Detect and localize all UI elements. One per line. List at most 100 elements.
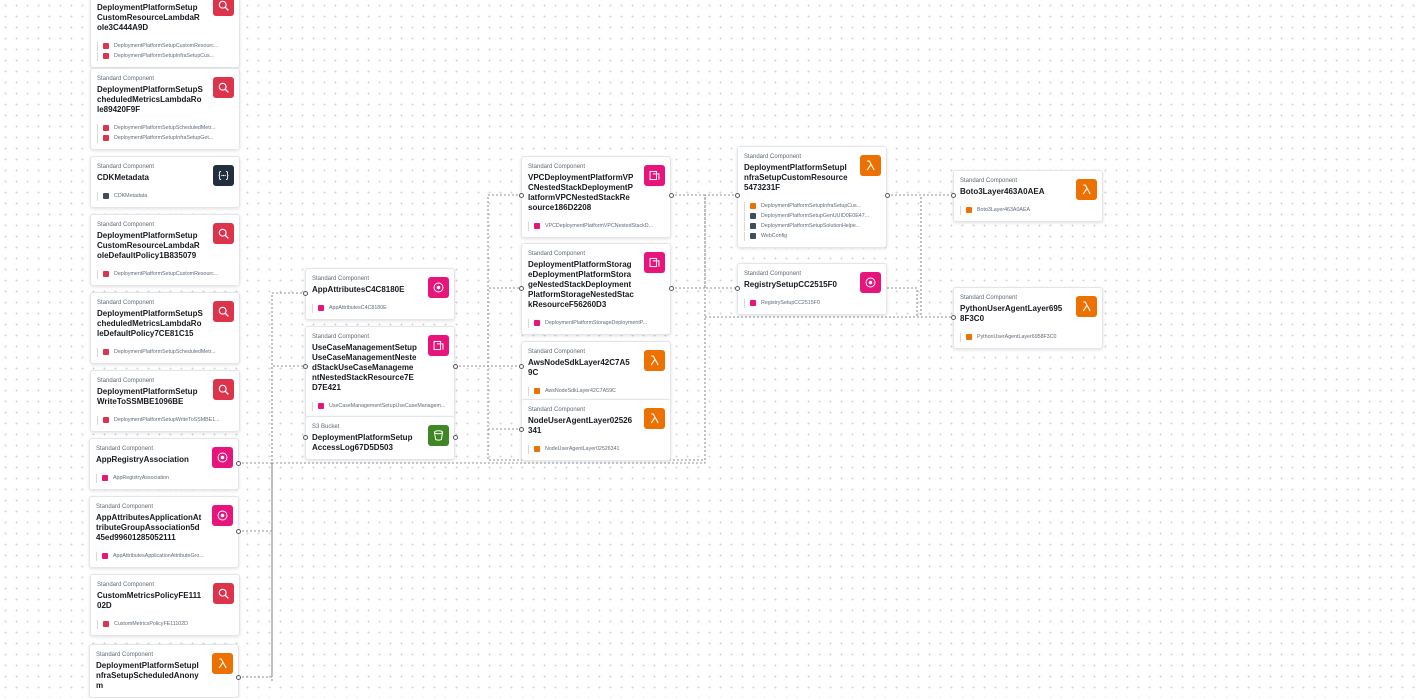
connection-port[interactable] xyxy=(518,426,524,432)
tree-line xyxy=(528,444,529,454)
resource-item[interactable]: AppAttributesC4C8180E xyxy=(312,303,448,313)
resource-item[interactable]: AwsNodeSdkLayer42C7A59C xyxy=(528,386,664,396)
resource-label: AwsNodeSdkLayer42C7A59C xyxy=(545,388,616,394)
resource-type-icon xyxy=(966,207,972,213)
connection-port[interactable] xyxy=(950,192,956,198)
resource-type-icon xyxy=(534,320,540,326)
registry-icon xyxy=(860,272,881,293)
resource-label: NodeUserAgentLayer02526341 xyxy=(545,446,620,452)
resource-item[interactable]: DeploymentPlatformSetupScheduledMetr... xyxy=(97,347,233,357)
component-title: CustomMetricsPolicyFE11102D xyxy=(97,591,202,610)
resource-item[interactable]: NodeUserAgentLayer02526341 xyxy=(528,444,664,454)
connection-port[interactable] xyxy=(302,363,308,369)
connection-port[interactable] xyxy=(734,192,740,198)
connection-port[interactable] xyxy=(518,363,524,369)
resource-item[interactable]: PythonUserAgentLayer6958F3C0 xyxy=(960,332,1096,342)
connection-port[interactable] xyxy=(734,285,740,291)
connection-port[interactable] xyxy=(668,285,674,291)
resource-label: DeploymentPlatformSetupScheduledMetr... xyxy=(114,125,216,131)
tree-line xyxy=(97,347,98,357)
resource-item[interactable]: DeploymentPlatformSetupGenUUID0E0E47... xyxy=(744,211,880,221)
resource-type-icon xyxy=(750,233,756,239)
resource-item[interactable]: AppAttributesApplicationAttributeGro... xyxy=(96,551,232,561)
resource-type-icon xyxy=(103,271,109,277)
tree-line xyxy=(960,205,961,215)
resource-list: NodeUserAgentLayer02526341 xyxy=(528,444,664,454)
resource-item[interactable]: DeploymentPlatformSetupCustomResourc... xyxy=(97,269,233,279)
component-node-n1[interactable]: Standard ComponentDeploymentPlatformSetu… xyxy=(90,0,240,68)
component-title: DeploymentPlatformSetupScheduledMetricsL… xyxy=(97,85,203,114)
tree-line xyxy=(528,221,529,231)
resource-item[interactable]: DeploymentPlatformSetupInfraSetupCus... xyxy=(97,51,233,61)
resource-item[interactable]: RegistrySetupCC2515F0 xyxy=(744,298,880,308)
connection-port[interactable] xyxy=(235,460,241,466)
connection-port[interactable] xyxy=(235,674,241,680)
connection-port[interactable] xyxy=(668,192,674,198)
connection-port[interactable] xyxy=(302,434,308,440)
component-kind: Standard Component xyxy=(96,652,154,658)
resource-item[interactable]: CustomMetricsPolicyFE11102D xyxy=(97,619,233,629)
component-kind: Standard Component xyxy=(744,154,802,160)
tree-line xyxy=(960,332,961,342)
resource-item[interactable]: DeploymentPlatformSetupCustomResourc... xyxy=(97,41,233,51)
resource-item[interactable]: VPCDeploymentPlatformVPCNestedStackD... xyxy=(528,221,664,231)
resource-item[interactable]: WebConfig xyxy=(744,231,880,241)
connection-port[interactable] xyxy=(518,285,524,291)
component-title: PythonUserAgentLayer6958F3C0 xyxy=(960,304,1063,323)
connection-port[interactable] xyxy=(452,434,458,440)
resource-type-icon xyxy=(966,334,972,340)
resource-item[interactable]: UseCaseManagementSetupUseCaseManagem... xyxy=(312,401,448,411)
connection-port[interactable] xyxy=(518,192,524,198)
connection-port[interactable] xyxy=(884,192,890,198)
component-kind: Standard Component xyxy=(96,504,154,510)
resource-item[interactable]: DeploymentPlatformStorageDeploymentP... xyxy=(528,318,664,328)
resource-item[interactable]: DeploymentPlatformSetupSolutionHelpe... xyxy=(744,221,880,231)
resource-item[interactable]: CDKMetadata xyxy=(97,191,233,201)
resource-item[interactable]: DeploymentPlatformSetupScheduledMetr... xyxy=(97,123,233,133)
component-kind: Standard Component xyxy=(97,300,155,306)
security-icon xyxy=(213,583,234,604)
connection-port[interactable] xyxy=(235,528,241,534)
connection-port[interactable] xyxy=(950,314,956,320)
resource-item[interactable]: DeploymentPlatformSetupInfraSetupCus... xyxy=(744,201,880,211)
resource-item[interactable]: AppRegistryAssociation xyxy=(96,473,232,483)
resource-label: DeploymentPlatformSetupCustomResourc... xyxy=(114,271,219,277)
resource-type-icon xyxy=(750,203,756,209)
tree-line xyxy=(528,318,529,328)
resource-label: AppAttributesApplicationAttributeGro... xyxy=(113,553,204,559)
component-kind: Standard Component xyxy=(97,164,155,170)
security-icon xyxy=(213,301,234,322)
resource-item[interactable]: Boto3Layer463A0AEA xyxy=(960,205,1096,215)
resource-type-icon xyxy=(103,43,109,49)
connection-port[interactable] xyxy=(302,290,308,296)
resource-item[interactable]: DeploymentPlatformSetupWriteToSSMBE1... xyxy=(97,415,233,425)
resource-type-icon xyxy=(102,475,108,481)
tree-line xyxy=(97,269,98,279)
connection-port[interactable] xyxy=(452,363,458,369)
tree-line xyxy=(97,191,98,201)
resource-item[interactable]: DeploymentPlatformSetupInfraSetupGet... xyxy=(97,133,233,143)
resource-list: DeploymentPlatformSetupScheduledMetr... xyxy=(97,347,233,357)
component-title: DeploymentPlatformStorageDeploymentPlatf… xyxy=(528,260,634,309)
component-title: DeploymentPlatformSetupCustomResourceLam… xyxy=(97,3,200,32)
